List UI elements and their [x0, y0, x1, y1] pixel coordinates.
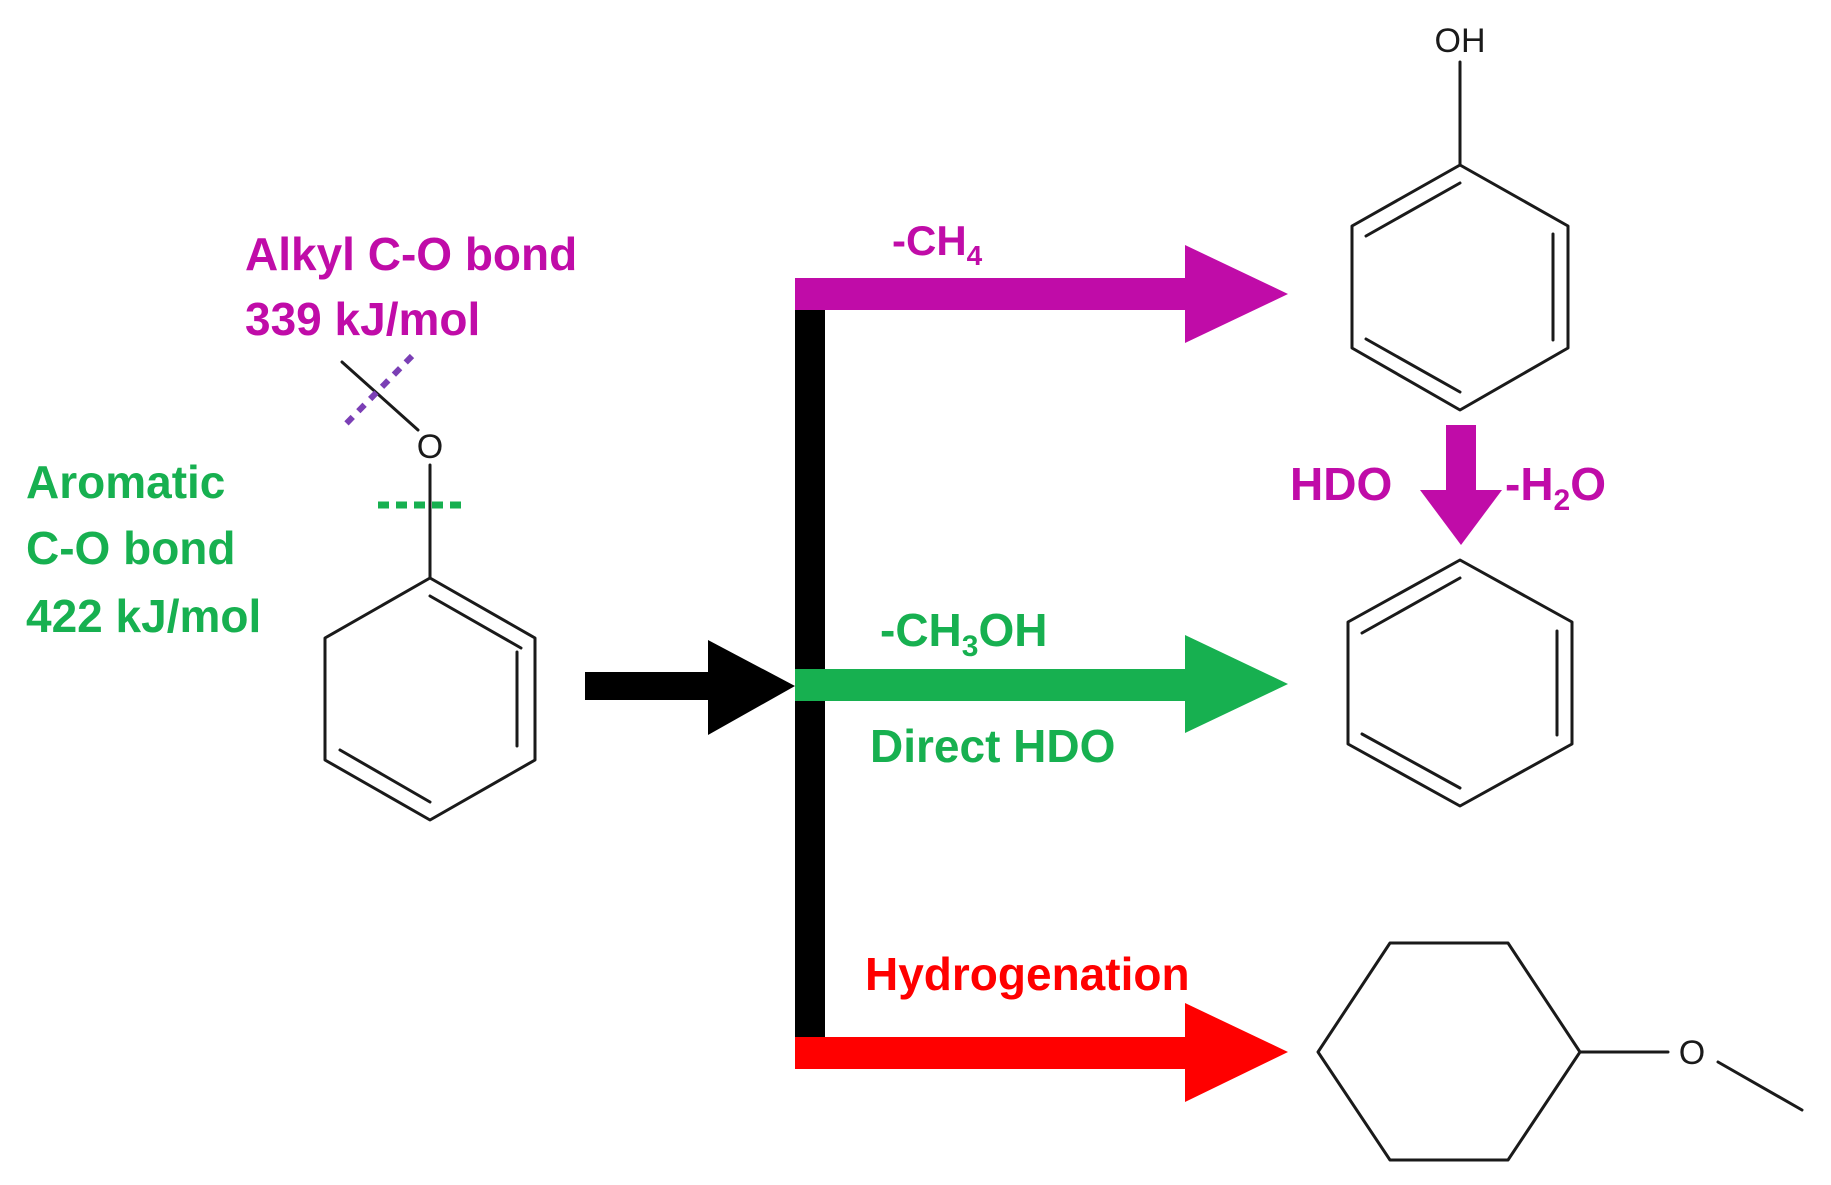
benzene-molecule [1346, 558, 1574, 808]
methoxycyclohexane-molecule: O [1316, 941, 1804, 1162]
anisole-ring [323, 576, 537, 822]
demethylation-label: -CH4 [892, 217, 983, 271]
hdo-arrow [1420, 425, 1502, 545]
hydrogenation-label: Hydrogenation [865, 948, 1190, 1000]
phenol-molecule: OH [1350, 22, 1570, 412]
methyl-bond [340, 360, 420, 432]
hydrogenation-arrow [795, 1003, 1288, 1102]
o-methyl-bond [1716, 1060, 1804, 1112]
main-reaction-arrow [585, 640, 795, 735]
demethoxylation-label: -CH3OH [880, 604, 1047, 663]
anisole-molecule: O [323, 360, 537, 822]
aromatic-bond-label: Aromatic C-O bond 422 kJ/mol [26, 456, 261, 642]
phenol-hydroxyl-atom: OH [1435, 22, 1486, 60]
anisole-ring-double-bonds [338, 594, 523, 804]
benzene-ring [1346, 558, 1574, 808]
branch-trunk [795, 290, 825, 1042]
ether-oxygen-atom: O [1679, 1034, 1705, 1072]
alkyl-bond-label: Alkyl C-O bond 339 kJ/mol [245, 228, 590, 345]
hdo-label: HDO [1290, 458, 1392, 510]
demethoxylation-arrow [795, 635, 1288, 733]
dehydration-label: -H2O [1505, 458, 1606, 517]
anisole-oxygen-atom: O [417, 428, 443, 466]
cyclohexane-ring [1316, 941, 1582, 1162]
phenol-ring [1350, 163, 1570, 412]
demethylation-arrow [795, 245, 1288, 343]
direct-hdo-label: Direct HDO [870, 720, 1115, 772]
